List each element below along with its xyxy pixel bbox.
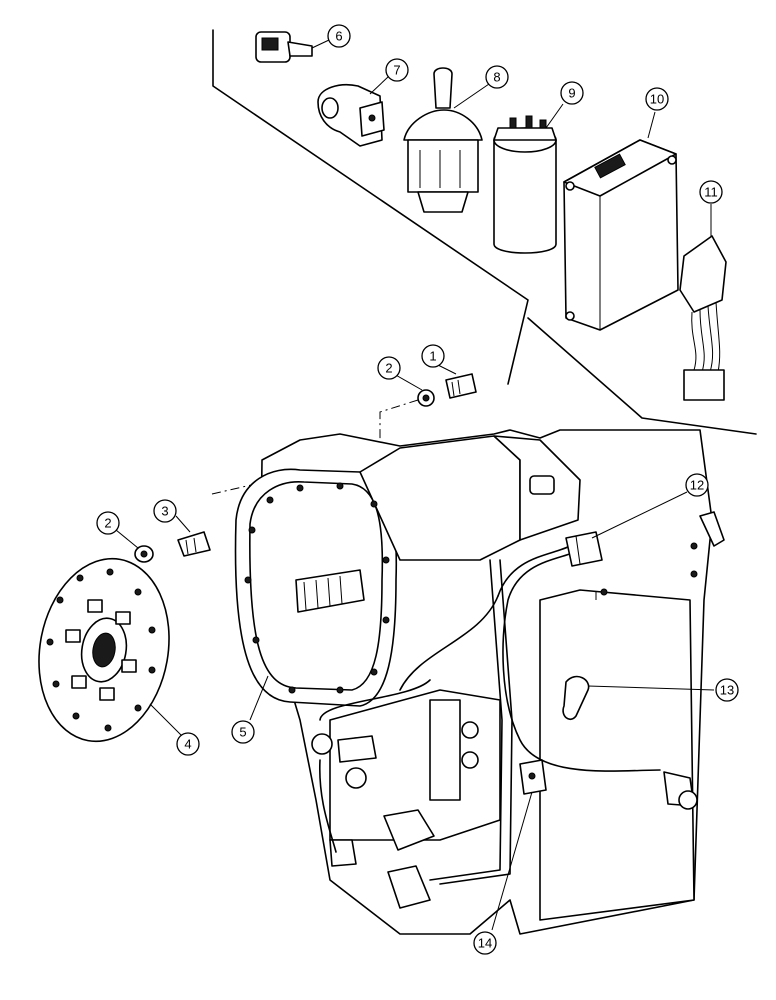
callout-14: 14 — [473, 931, 497, 955]
svg-text:14: 14 — [478, 936, 492, 951]
svg-text:1: 1 — [429, 349, 436, 364]
callout-8: 8 — [485, 65, 509, 89]
callout-10: 10 — [645, 87, 669, 111]
callout-2-side: 2 — [96, 511, 120, 535]
callout-1: 1 — [421, 344, 445, 368]
svg-text:5: 5 — [239, 725, 246, 740]
part-3-bolt-side — [175, 515, 211, 557]
svg-text:13: 13 — [720, 683, 734, 698]
callout-6: 6 — [327, 24, 351, 48]
svg-text:9: 9 — [568, 86, 575, 101]
callout-9: 9 — [560, 81, 584, 105]
svg-text:10: 10 — [650, 92, 664, 107]
part-7-sensor — [317, 75, 390, 147]
part-6-switch — [255, 31, 330, 63]
part-2-washer-top — [393, 373, 435, 407]
part-4-flex-plate — [38, 557, 183, 743]
callout-4: 4 — [176, 732, 200, 756]
part-8-joystick — [403, 67, 490, 213]
part-11-relay-harness — [679, 204, 727, 401]
callout-11: 11 — [699, 180, 723, 204]
part-2-washer-side — [115, 529, 154, 563]
svg-text:7: 7 — [393, 63, 400, 78]
svg-text:11: 11 — [704, 185, 718, 200]
svg-text:4: 4 — [184, 737, 191, 752]
svg-text:2: 2 — [385, 361, 392, 376]
callout-12: 12 — [685, 473, 709, 497]
callout-3: 3 — [153, 499, 177, 523]
svg-text:6: 6 — [335, 29, 342, 44]
callout-2-top: 2 — [377, 356, 401, 380]
part-5-transmission — [234, 429, 725, 935]
svg-text:8: 8 — [493, 70, 500, 85]
callout-13: 13 — [715, 678, 739, 702]
inset-boundary — [212, 29, 757, 435]
svg-text:3: 3 — [161, 504, 168, 519]
svg-text:12: 12 — [690, 478, 704, 493]
callout-5: 5 — [231, 720, 255, 744]
part-9-filter — [493, 103, 564, 254]
callout-7: 7 — [385, 58, 409, 82]
part-1-bolt-top — [431, 361, 477, 399]
part-10-control-unit — [563, 111, 679, 331]
svg-text:2: 2 — [104, 516, 111, 531]
